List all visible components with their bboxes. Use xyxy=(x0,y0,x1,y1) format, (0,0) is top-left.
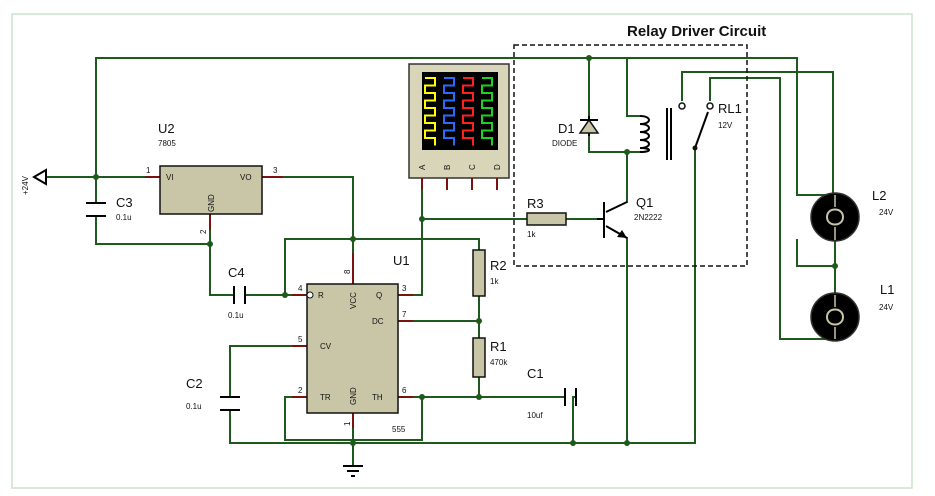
u1-pin3-num: 3 xyxy=(402,284,407,293)
q1-value: 2N2222 xyxy=(634,213,663,222)
r2-ref: R2 xyxy=(490,258,507,273)
u1-pin-cv: CV xyxy=(320,342,332,351)
l1-ref: L1 xyxy=(880,282,894,297)
rl1-value: 12V xyxy=(718,121,733,130)
oscilloscope-channel-a: A xyxy=(418,164,427,170)
relay-driver-group-box xyxy=(513,44,748,267)
u1-pin1-num: 1 xyxy=(343,421,352,426)
r3-ref: R3 xyxy=(527,196,544,211)
u2-pin-vo: VO xyxy=(240,173,252,182)
u1-pin-th: TH xyxy=(372,393,383,402)
u2-pin3-num: 3 xyxy=(273,166,278,175)
oscilloscope-trace-b xyxy=(443,77,455,146)
u2-pin1-num: 1 xyxy=(146,166,151,175)
c1-ref: C1 xyxy=(527,366,544,381)
u1-pin2-num: 2 xyxy=(298,386,303,395)
rl1-relay[interactable]: RL1 12V xyxy=(639,101,742,160)
r3-value: 1k xyxy=(527,230,536,239)
u1-value: 555 xyxy=(392,425,406,434)
junctions xyxy=(93,55,838,446)
u1-pin-vcc: VCC xyxy=(349,292,358,309)
u2-regulator[interactable]: U2 7805 VI VO GND 1 3 2 xyxy=(145,121,283,234)
r1-ref: R1 xyxy=(490,339,507,354)
c2-value: 0.1u xyxy=(186,402,202,411)
c4-capacitor[interactable]: C4 0.1u xyxy=(228,265,246,320)
u2-pin-gnd: GND xyxy=(207,194,216,212)
oscilloscope-channel-d: D xyxy=(493,164,502,170)
wires xyxy=(47,57,836,467)
c2-capacitor[interactable]: C2 0.1u xyxy=(186,376,240,411)
r2-resistor[interactable]: R2 1k xyxy=(472,249,507,297)
supply-label: +24V xyxy=(21,175,30,195)
oscilloscope-trace-d xyxy=(481,77,493,146)
oscilloscope-trace-a xyxy=(424,77,436,146)
u2-pin-vi: VI xyxy=(166,173,174,182)
c3-ref: C3 xyxy=(116,195,133,210)
r1-resistor[interactable]: R1 470k xyxy=(472,337,508,378)
r2-value: 1k xyxy=(490,277,499,286)
ground-symbol xyxy=(343,465,363,477)
oscilloscope[interactable]: A B C D xyxy=(408,63,510,190)
u1-pin8-num: 8 xyxy=(343,269,352,274)
q1-ref: Q1 xyxy=(636,195,653,210)
u2-ref: U2 xyxy=(158,121,175,136)
rl1-ref: RL1 xyxy=(718,101,742,116)
oscilloscope-trace-c xyxy=(462,77,474,146)
c4-ref: C4 xyxy=(228,265,245,280)
l1-value: 24V xyxy=(879,303,894,312)
l2-value: 24V xyxy=(879,208,894,217)
r1-value: 470k xyxy=(490,358,508,367)
u2-pin2-num: 2 xyxy=(199,229,208,234)
d1-ref: D1 xyxy=(558,121,575,136)
u1-pin4-num: 4 xyxy=(298,284,303,293)
c1-capacitor[interactable]: C1 10uf xyxy=(527,366,577,420)
u1-pin-gnd: GND xyxy=(349,387,358,405)
l2-ref: L2 xyxy=(872,188,886,203)
u1-pin-r: R xyxy=(318,291,324,300)
l2-lamp[interactable]: L2 24V xyxy=(810,188,894,242)
u1-pin7-num: 7 xyxy=(402,310,407,319)
d1-value: DIODE xyxy=(552,139,577,148)
oscilloscope-channel-b: B xyxy=(443,165,452,170)
c3-capacitor[interactable]: C3 0.1u xyxy=(86,195,133,222)
l1-lamp[interactable]: L1 24V xyxy=(810,282,894,342)
u1-pin-tr: TR xyxy=(320,393,331,402)
d1-diode[interactable]: D1 DIODE xyxy=(552,116,600,148)
u1-timer-555[interactable]: U1 555 R VCC Q DC CV TR GND TH 4 8 3 7 5… xyxy=(292,253,413,434)
u1-pin5-num: 5 xyxy=(298,335,303,344)
u1-pin-q: Q xyxy=(376,291,382,300)
c4-value: 0.1u xyxy=(228,311,244,320)
c3-value: 0.1u xyxy=(116,213,132,222)
sheet-border xyxy=(11,13,913,489)
diagram-title: Relay Driver Circuit xyxy=(627,23,766,40)
c1-value: 10uf xyxy=(527,411,543,420)
c2-ref: C2 xyxy=(186,376,203,391)
u1-pin-dc: DC xyxy=(372,317,384,326)
u1-ref: U1 xyxy=(393,253,410,268)
u1-pin6-num: 6 xyxy=(402,386,407,395)
oscilloscope-channel-c: C xyxy=(468,164,477,170)
q1-transistor[interactable]: Q1 2N2222 xyxy=(597,195,663,239)
supply-terminal: +24V xyxy=(21,168,47,195)
r3-resistor[interactable]: R3 1k xyxy=(526,196,567,239)
u2-value: 7805 xyxy=(158,139,176,148)
oscilloscope-traces xyxy=(424,77,493,146)
